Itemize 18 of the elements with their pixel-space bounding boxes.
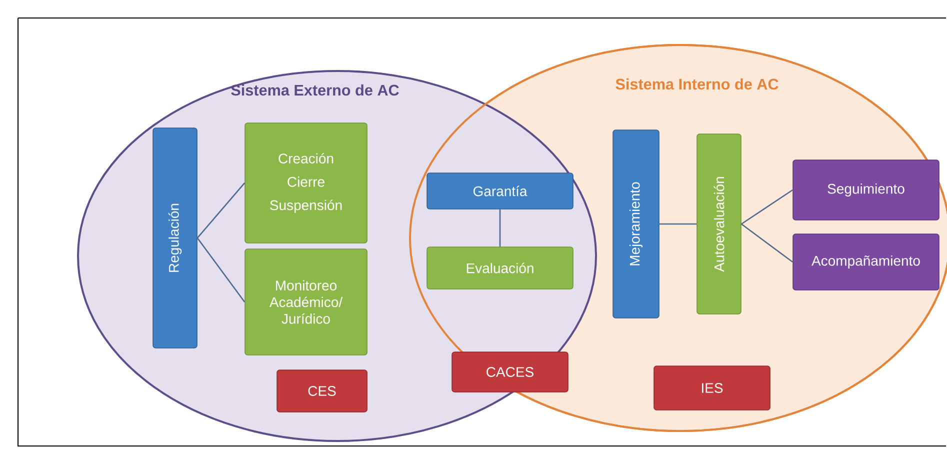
process-box: Regulación — [152, 128, 198, 348]
process-box: Creación Cierre Suspensión — [244, 122, 368, 244]
process-box: Autoevaluación — [696, 134, 742, 314]
connector-line — [499, 209, 501, 247]
connector-line — [196, 182, 246, 238]
process-box: CES — [276, 370, 368, 412]
process-box: Monitoreo Académico/ Jurídico — [244, 248, 368, 356]
process-box: Acompañamiento — [792, 234, 940, 290]
connector-line — [741, 189, 793, 225]
process-box: IES — [654, 366, 770, 410]
connector-line — [196, 238, 246, 302]
process-box: Garantía — [426, 172, 574, 210]
process-box: Evaluación — [426, 246, 574, 290]
connector-line — [659, 223, 697, 225]
process-box: Mejoramiento — [612, 130, 660, 318]
process-box: Seguimiento — [792, 160, 940, 220]
connector-line — [741, 223, 793, 263]
process-box: CACES — [452, 352, 568, 392]
